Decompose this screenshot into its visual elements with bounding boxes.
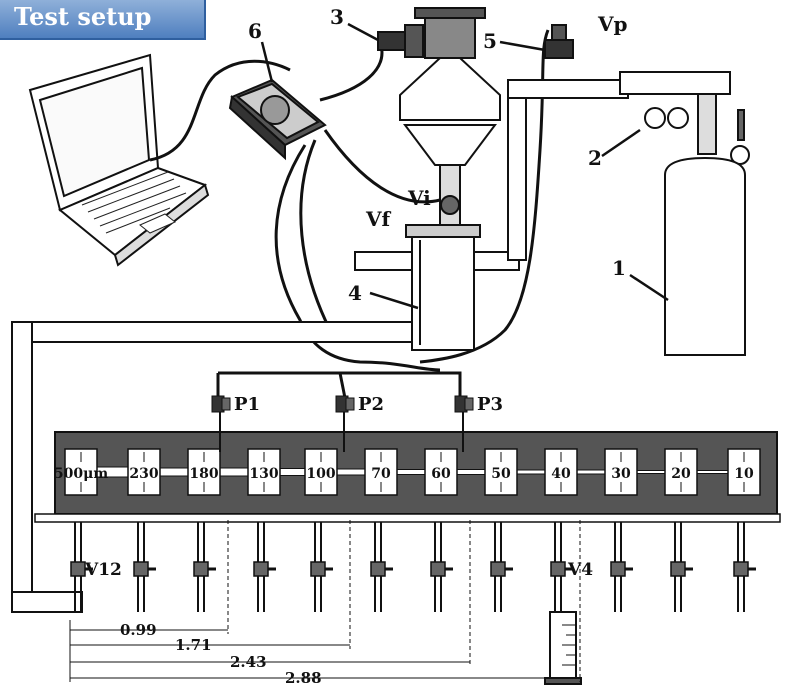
outlet-valve (611, 562, 625, 576)
channel-cell: 130 (248, 449, 280, 495)
distance-dimension: 2.43 (70, 520, 470, 671)
outlet-valve (254, 562, 268, 576)
outlet-valve (551, 562, 565, 576)
cell-size-label: 230 (129, 466, 158, 482)
svg-text:P2: P2 (358, 394, 384, 415)
component-number-5: 5 (483, 29, 497, 53)
cell-size-label: 500μm (54, 466, 108, 482)
laptop (30, 55, 208, 265)
channel-cell: 60 (425, 449, 457, 495)
micro-channel (575, 470, 605, 474)
cell-size-label: 60 (431, 466, 451, 482)
micro-channel (635, 471, 665, 474)
channel-cell: 70 (365, 449, 397, 495)
svg-text:2.43: 2.43 (230, 653, 267, 671)
micro-channel (278, 469, 305, 476)
component-number-6: 6 (248, 19, 262, 43)
channel-cell: 40 (545, 449, 577, 495)
measuring-cylinder (545, 612, 581, 684)
cell-size-label: 50 (491, 466, 511, 482)
valve-vi-label: Vi (407, 186, 431, 210)
cell-size-label: 10 (734, 466, 754, 482)
cell-size-label: 130 (249, 466, 278, 482)
channel-cell: 10 (728, 449, 760, 495)
sensor-3 (378, 25, 423, 57)
valve-v4-label: V4 (567, 560, 593, 580)
micro-channel (335, 469, 365, 475)
svg-text:1.71: 1.71 (175, 636, 212, 654)
channel-cell: 180 (188, 449, 220, 495)
micro-channel (158, 468, 188, 476)
svg-text:0.99: 0.99 (120, 621, 157, 639)
outlet-valve (671, 562, 685, 576)
outlet-valve (734, 562, 748, 576)
cell-size-label: 20 (671, 466, 691, 482)
component-number-3: 3 (330, 5, 344, 29)
micro-channel (218, 468, 248, 476)
distance-dimension: 2.88 (70, 520, 580, 686)
channel-cell: 20 (665, 449, 697, 495)
outlet-valve (311, 562, 325, 576)
micro-channel (455, 470, 485, 475)
micro-channel (695, 471, 728, 474)
valve-vp-label: Vp (597, 12, 628, 36)
channel-block: 500μm 230 180 130 100 70 60 50 40 30 20 10 (35, 432, 780, 522)
outlet-valve (134, 562, 148, 576)
micro-channel (395, 470, 425, 475)
outlet-valve (71, 562, 85, 576)
cell-size-label: 180 (189, 466, 218, 482)
valve-v12-label: V12 (84, 560, 122, 580)
regulator (645, 94, 749, 164)
cell-size-label: 100 (306, 466, 335, 482)
valve-vf-label: Vf (365, 207, 392, 231)
gas-cylinder (665, 158, 745, 355)
cell-size-label: 30 (611, 466, 631, 482)
channel-cell: 100 (305, 449, 337, 495)
component-number-1: 1 (612, 256, 626, 280)
sensor-5 (545, 25, 573, 58)
cell-size-label: 70 (371, 466, 391, 482)
svg-text:2.88: 2.88 (285, 669, 322, 686)
svg-text:P1: P1 (234, 394, 260, 415)
svg-text:P3: P3 (477, 394, 503, 415)
data-logger (230, 80, 325, 158)
micro-channel (515, 470, 545, 474)
channel-cell: 50 (485, 449, 517, 495)
outlet-valve (371, 562, 385, 576)
outlet-valve (431, 562, 445, 576)
component-number-2: 2 (588, 146, 602, 170)
channel-cell: 230 (128, 449, 160, 495)
component-number-4: 4 (348, 281, 362, 305)
cell-size-label: 40 (551, 466, 571, 482)
distance-dimension: 1.71 (70, 520, 350, 654)
outlet-valves (71, 522, 756, 612)
outlet-valve (491, 562, 505, 576)
channel-cell: 30 (605, 449, 637, 495)
vessel-4 (406, 225, 480, 350)
outlet-valve (194, 562, 208, 576)
